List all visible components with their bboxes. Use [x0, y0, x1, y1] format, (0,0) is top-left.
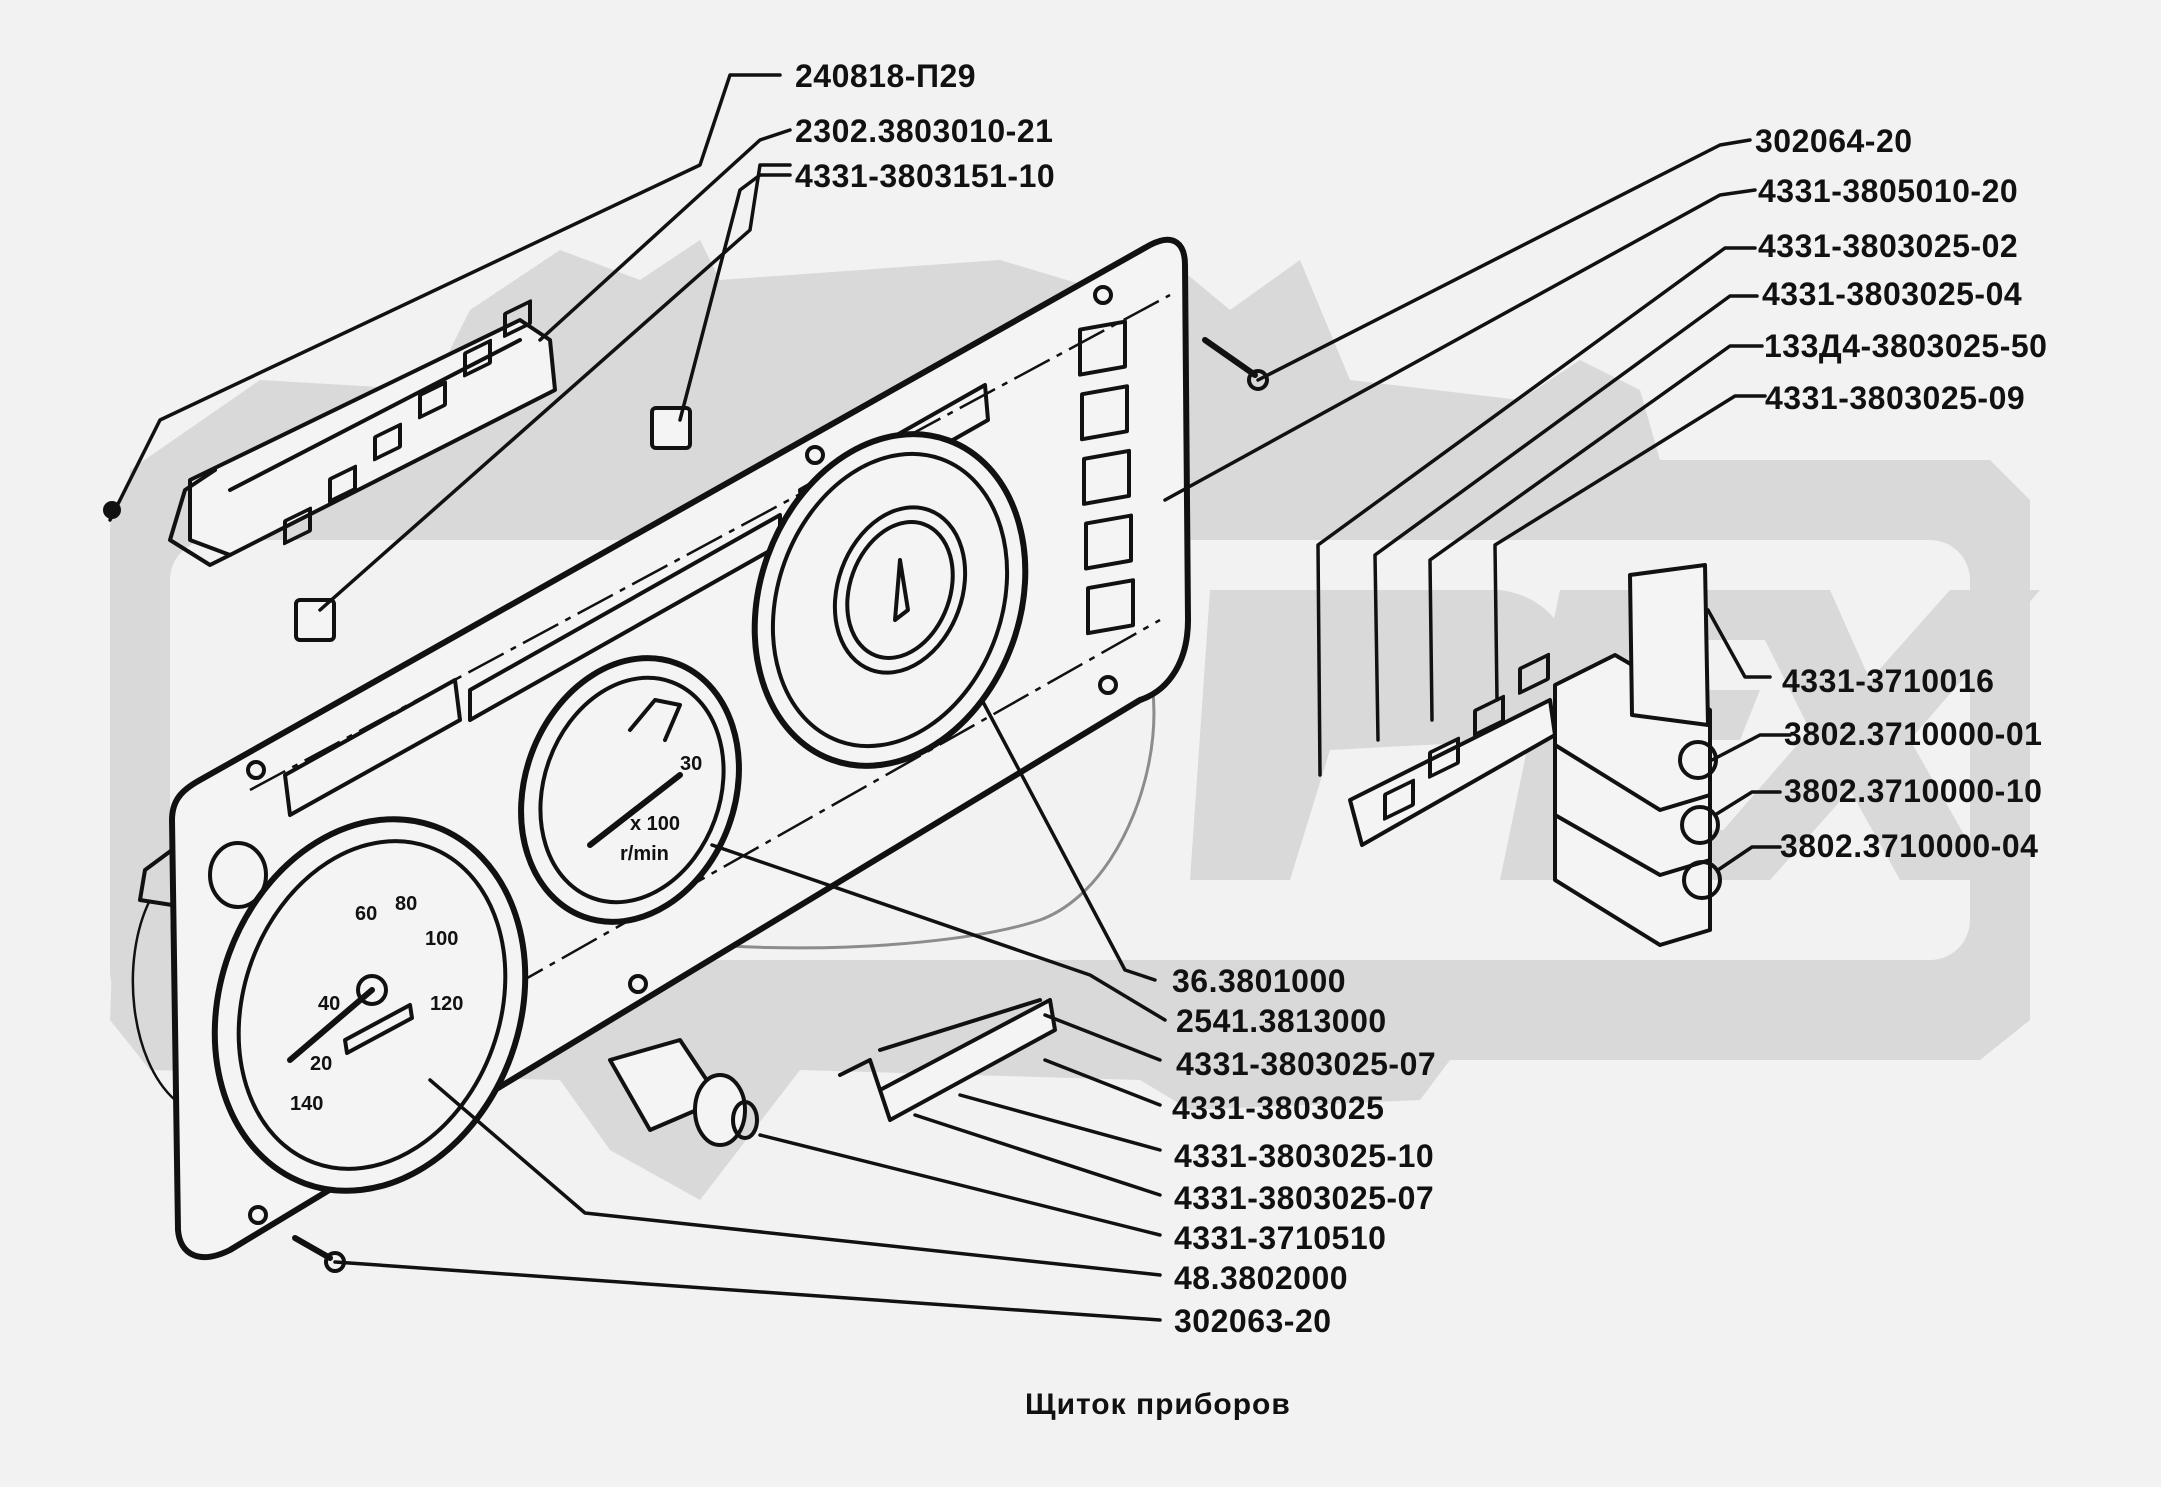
part-label: 4331-3803025	[1172, 1090, 1385, 1126]
mount-hole	[805, 445, 825, 465]
part-label: 36.3801000	[1172, 963, 1347, 999]
tachometer-mark: r/min	[620, 843, 669, 865]
part-label: 302064-20	[1755, 123, 1913, 159]
part-label: 4331-3805010-20	[1758, 173, 2019, 209]
part-label: 4331-3803025-02	[1758, 228, 2019, 264]
part-label: 302063-20	[1174, 1303, 1332, 1339]
speedometer-needle	[287, 987, 375, 1063]
cigarette-lighter	[608, 1038, 759, 1147]
lamp-icon	[1678, 740, 1718, 780]
speedometer-mark: 120	[430, 993, 463, 1015]
mount-hole	[628, 974, 648, 994]
part-label: 4331-3803025-10	[1174, 1138, 1435, 1174]
connector-small	[650, 406, 692, 450]
lamp-icon	[1682, 860, 1722, 900]
mount-hole	[1093, 285, 1113, 305]
mount-hole	[1098, 675, 1118, 695]
lamp-icon	[1680, 805, 1720, 845]
switch-cluster-right	[1348, 563, 1722, 947]
screw-head	[1247, 369, 1269, 391]
mount-hole	[246, 760, 266, 780]
warning-lamp	[208, 841, 268, 909]
part-label: 4331-3803025-07	[1174, 1180, 1435, 1216]
indicator-windows	[1078, 319, 1135, 636]
speedometer-mark: 140	[290, 1093, 323, 1115]
watermark-letter-x	[1680, 590, 2040, 880]
speedometer-mark: 80	[395, 893, 417, 915]
part-label: 2302.3803010-21	[795, 113, 1054, 149]
part-label: 3802.3710000-04	[1780, 828, 2039, 864]
speedometer: 20 40 60 80 100 120 140	[211, 816, 529, 1194]
speedometer-mark: 100	[425, 928, 458, 950]
odometer-window	[343, 1003, 414, 1055]
part-label: 2541.3813000	[1176, 1003, 1387, 1039]
panel-cable	[131, 899, 176, 1101]
speedometer-mark: 40	[318, 993, 340, 1015]
part-label: 4331-3710016	[1782, 663, 1995, 699]
tachometer-mark: x 100	[630, 813, 680, 835]
tachometer-mark: 30	[680, 753, 702, 775]
mount-hole	[248, 1205, 268, 1225]
part-label: 4331-3803025-04	[1762, 276, 2023, 312]
panel-side-tab	[138, 848, 174, 907]
tachometer-needle	[587, 772, 683, 848]
switch-block-upper	[168, 299, 557, 567]
part-label: 240818-П29	[795, 58, 977, 94]
diagram-caption: Щиток приборов	[1025, 1388, 1291, 1421]
part-label: 4331-3803151-10	[795, 158, 1056, 194]
part-label: 3802.3710000-01	[1784, 716, 2043, 752]
connector-small	[294, 598, 336, 642]
watermark-letter-p	[1190, 590, 1571, 880]
part-label: 4331-3803025-09	[1765, 380, 2026, 416]
speedometer-mark: 60	[355, 903, 377, 925]
switch-block-lower	[838, 998, 1057, 1122]
screw-top-right	[1202, 337, 1258, 378]
tachometer: x 100 r/min 30	[518, 655, 742, 925]
part-label: 4331-3710510	[1174, 1220, 1387, 1256]
screw-bottom-left	[292, 1235, 333, 1261]
leader-lines	[108, 73, 1792, 1322]
part-label: 133Д4-3803025-50	[1764, 328, 2048, 364]
switch-top-module	[1628, 563, 1710, 727]
part-label: 48.3802000	[1174, 1260, 1349, 1296]
speedometer-mark: 20	[310, 1053, 332, 1075]
part-label: 4331-3803025-07	[1176, 1046, 1437, 1082]
part-label: 3802.3710000-10	[1784, 773, 2043, 809]
combination-gauge	[751, 431, 1029, 769]
